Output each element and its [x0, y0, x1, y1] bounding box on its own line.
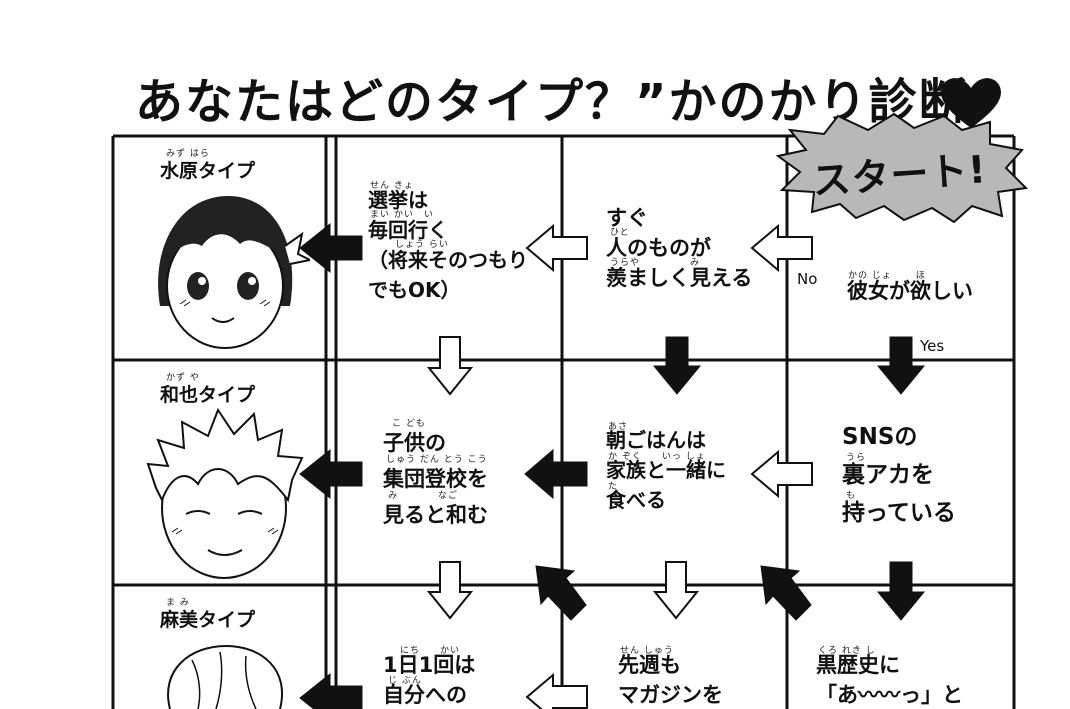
ruby-envy-2: うらや み [610, 258, 701, 268]
node-dark-history: 黒歴史に 「あ〰〰っ」と [816, 653, 963, 707]
node-envy: すぐ 人のものが 羨ましく見える [606, 206, 753, 290]
arrow-no-envy [525, 223, 588, 273]
ruby-magazine-1: せん しゅう [620, 646, 674, 656]
arrow-no-girlfriend [750, 223, 813, 273]
start-burst [776, 112, 1028, 224]
arrow-down-kids [426, 561, 474, 620]
ruby-kids-1: こ ども [392, 419, 426, 429]
arrow-down-vote [426, 336, 474, 396]
ruby-breakfast-3: た [608, 482, 619, 492]
ruby-envy-1: ひと [610, 228, 630, 238]
arrow-to-kazuya [299, 448, 363, 500]
kazuya-face-illustration [146, 407, 304, 579]
diagram-title: あなたはどのタイプ？”かのかり診断” [135, 74, 1003, 130]
ruby-sns-1: うら [846, 453, 867, 463]
ruby-dark-1: くろ れき し [818, 646, 876, 656]
node-kids-school: 子供の 集団登校を 見ると和む [383, 431, 488, 527]
mizuhara-face-illustration [158, 196, 310, 349]
label-yes: Yes [920, 337, 945, 355]
ruby-vote-2: まい かい い [370, 210, 434, 220]
label-no: No [797, 270, 818, 288]
asami-face-illustration [167, 644, 283, 709]
arrow-no-sns [750, 449, 813, 499]
ruby-daily-2: じ ぶん [388, 676, 422, 686]
type-label-kazuya: 和也タイプ [160, 384, 256, 406]
arrow-no-magazine [525, 672, 588, 709]
arrow-to-mizuhara [299, 222, 363, 274]
ruby-breakfast-2: か ぞく いっ しょ [608, 452, 706, 462]
arrow-yes-sns [876, 561, 926, 621]
node-daily-reward: 1日1回は 自分への [383, 653, 476, 707]
ruby-kids-2: しゅう だん とう こう [386, 455, 488, 465]
ruby-girlfriend: かの じょ ほ [848, 271, 926, 281]
node-magazine: 先週も マガジンを [618, 653, 723, 707]
ruby-sns-2: も [846, 491, 857, 501]
arrow-yes-breakfast [524, 448, 588, 500]
arrow-diag-1 [535, 565, 587, 621]
node-breakfast-family: 朝ごはんは 家族と一緒に 食べる [606, 428, 726, 512]
type-ruby-mizuhara: みず はら [166, 149, 210, 159]
heart-icon [941, 78, 1001, 128]
arrow-diag-2 [760, 565, 812, 621]
node-sns-alt-account: SNSの 裏アカを 持っている [842, 424, 956, 526]
type-label-asami: 麻美タイプ [160, 609, 256, 631]
node-vote: 選挙は 毎回行く （将来そのつもり でもOK） [368, 188, 528, 302]
type-label-mizuhara: 水原タイプ [160, 160, 256, 182]
arrow-down-breakfast [652, 561, 700, 620]
arrow-yes-envy [652, 336, 702, 395]
ruby-kids-3: み なご [388, 491, 459, 501]
arrow-to-asami [299, 672, 363, 709]
ruby-vote-1: せん きょ [370, 181, 414, 191]
node-want-girlfriend: 彼女が欲しい [847, 279, 973, 303]
ruby-breakfast-1: あさ [608, 422, 629, 432]
ruby-vote-3: しょう らい [395, 240, 449, 250]
ruby-daily-1: にち かい [400, 646, 461, 656]
arrow-yes-girlfriend [876, 336, 926, 395]
type-ruby-asami: ま み [166, 598, 190, 608]
type-ruby-kazuya: かず や [166, 373, 200, 383]
